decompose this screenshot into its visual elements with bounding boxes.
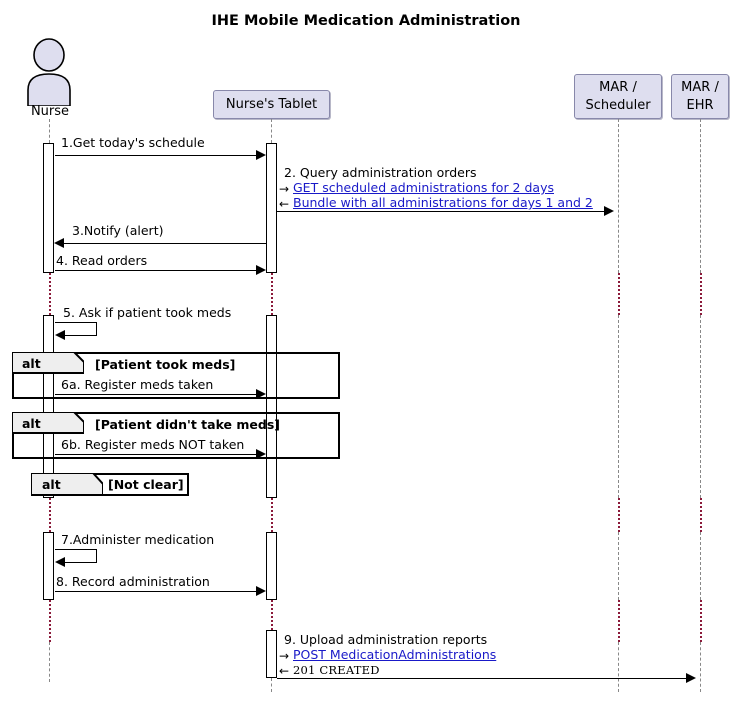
message-label-6b: 6b. Register meds NOT taken: [61, 437, 245, 452]
participant-box-mar-scheduler[interactable]: MAR / Scheduler: [574, 74, 662, 119]
message-line-1: [55, 155, 256, 156]
message-label-6a: 6a. Register meds taken: [61, 377, 214, 392]
request-arrow-glyph-9: →: [279, 649, 290, 663]
lifeline-mar-ehr-mid: [700, 315, 701, 498]
lifeline-nurse-delay-2: [49, 498, 51, 532]
message-label-2: 2. Query administration orders: [284, 165, 477, 180]
response-arrow-glyph-2: ←: [279, 197, 290, 211]
lifeline-mar-scheduler-mid: [618, 315, 619, 498]
message-line-5-side: [96, 322, 97, 335]
message-arrowhead-8: [256, 586, 266, 596]
lifeline-mar-ehr-delay-1: [700, 273, 702, 315]
message-arrowhead-1: [256, 150, 266, 160]
participant-label-nurse: Nurse: [30, 104, 70, 119]
fragment-operator-alt-1: alt: [22, 356, 41, 371]
message-arrowhead-4: [256, 265, 266, 275]
fragment-tab-shape-alt-2: [12, 412, 84, 434]
lifeline-mar-scheduler-mid2: [618, 532, 619, 600]
lifeline-mar-ehr-delay-2: [700, 498, 702, 532]
fragment-condition-alt-1: [Patient took meds]: [95, 357, 236, 372]
message-label-7: 7.Administer medication: [61, 532, 215, 547]
lifeline-nurses-tablet-delay-1: [271, 273, 273, 315]
lifeline-nurses-tablet-delay-3: [271, 600, 273, 630]
message-subline-9-response: 201 CREATED: [293, 663, 380, 677]
lifeline-nurse: [49, 119, 50, 143]
message-label-4: 4. Read orders: [56, 253, 148, 268]
activation-bar-nurse-2: [43, 315, 54, 498]
lifeline-nurses-tablet: [271, 119, 272, 143]
lifeline-mar-scheduler-delay-2: [618, 498, 620, 532]
message-arrowhead-2: [604, 206, 614, 216]
message-line-7-side: [96, 549, 97, 562]
message-arrowhead-5: [55, 330, 65, 340]
lifeline-mar-ehr-delay-3: [700, 600, 702, 642]
lifeline-mar-ehr-mid2: [700, 532, 701, 600]
fragment-operator-alt-3: alt: [42, 477, 61, 492]
activation-bar-nurses-tablet-1: [266, 143, 277, 273]
fragment-condition-alt-2: [Patient didn't take meds]: [95, 417, 280, 432]
message-line-5-top: [55, 322, 97, 323]
participant-box-mar-ehr[interactable]: MAR / EHR: [671, 74, 729, 119]
participant-label-mar-scheduler-line2: Scheduler: [585, 98, 651, 113]
fragment-frame-alt-2: [12, 412, 340, 459]
actor-icon-nurse: [27, 38, 71, 106]
message-arrowhead-6b: [256, 449, 266, 459]
activation-bar-nurse-3: [43, 532, 54, 600]
message-line-6a: [55, 394, 256, 395]
message-line-4: [55, 270, 256, 271]
message-label-9: 9. Upload administration reports: [284, 632, 488, 647]
lifeline-mar-scheduler-tail: [618, 642, 619, 692]
message-line-6b: [55, 454, 256, 455]
lifeline-mar-ehr-tail: [700, 642, 701, 692]
message-arrowhead-9: [686, 673, 696, 683]
activation-bar-nurse-1: [43, 143, 54, 273]
message-label-3: 3.Notify (alert): [72, 223, 164, 238]
message-line-8: [55, 591, 256, 592]
lifeline-nurses-tablet-tail: [271, 678, 272, 692]
fragment-tab-shape-alt-1: [12, 352, 84, 374]
message-line-3: [64, 243, 266, 244]
message-arrowhead-7: [55, 557, 65, 567]
message-label-8: 8. Record administration: [56, 574, 210, 589]
participant-label-mar-ehr-line1: MAR /: [681, 80, 719, 95]
request-arrow-glyph-2: →: [279, 182, 290, 196]
message-line-5-bottom: [64, 335, 97, 336]
activation-bar-nurses-tablet-2: [266, 315, 277, 498]
message-label-5: 5. Ask if patient took meds: [63, 305, 232, 320]
fragment-operator-alt-2: alt: [22, 416, 41, 431]
message-subline-2-request[interactable]: GET scheduled administrations for 2 days: [293, 180, 554, 195]
diagram-title: IHE Mobile Medication Administration: [211, 13, 521, 29]
lifeline-nurses-tablet-delay-2: [271, 498, 273, 532]
lifeline-nurse-delay-3: [49, 600, 51, 642]
participant-label-mar-scheduler-line1: MAR /: [599, 80, 637, 95]
message-arrowhead-6a: [256, 389, 266, 399]
message-subline-9-request[interactable]: POST MedicationAdministrations: [293, 647, 497, 662]
fragment-condition-alt-3: [Not clear]: [108, 477, 184, 492]
message-line-7-bottom: [64, 562, 97, 563]
message-subline-2-response[interactable]: Bundle with all administrations for days…: [293, 195, 593, 210]
lifeline-mar-scheduler-delay-3: [618, 600, 620, 642]
message-label-1: 1.Get today's schedule: [61, 135, 205, 150]
fragment-frame-alt-1: [12, 352, 340, 399]
participant-box-nurses-tablet[interactable]: Nurse's Tablet: [213, 90, 330, 119]
lifeline-nurse-tail: [49, 642, 50, 682]
participant-label-mar-ehr-line2: EHR: [686, 98, 714, 113]
message-line-2: [277, 211, 604, 212]
fragment-tab-shape-alt-3: [31, 473, 103, 496]
response-arrow-glyph-9: ←: [279, 664, 290, 678]
activation-bar-nurses-tablet-4: [266, 630, 277, 678]
message-line-7-top: [55, 549, 97, 550]
message-arrowhead-3: [54, 238, 64, 248]
lifeline-mar-ehr: [700, 119, 701, 273]
lifeline-nurse-delay-1: [49, 273, 51, 315]
message-line-9: [277, 678, 686, 679]
activation-bar-nurses-tablet-3: [266, 532, 277, 600]
participant-label-nurses-tablet: Nurse's Tablet: [225, 97, 318, 112]
lifeline-mar-scheduler: [618, 119, 619, 273]
lifeline-mar-scheduler-delay-1: [618, 273, 620, 315]
